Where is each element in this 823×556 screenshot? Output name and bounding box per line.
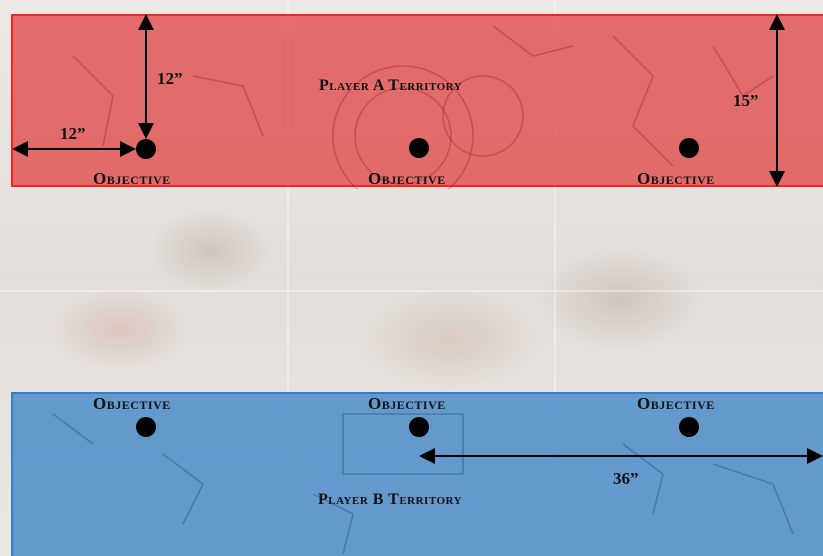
objective-label: Objective xyxy=(93,394,171,413)
objective-label: Objective xyxy=(368,169,446,188)
tile-seam xyxy=(0,290,823,292)
tile-seam xyxy=(554,0,556,556)
objective-label: Objective xyxy=(637,169,715,188)
objective-marker xyxy=(136,417,156,437)
objective-marker xyxy=(136,139,156,159)
objective-label: Objective xyxy=(637,394,715,413)
measure-label: 15” xyxy=(733,91,759,110)
tile-seam xyxy=(287,0,289,556)
objective-marker xyxy=(679,417,699,437)
measure-label: 36” xyxy=(613,469,639,488)
objective-label: Objective xyxy=(368,394,446,413)
objective-marker xyxy=(409,417,429,437)
objective-marker xyxy=(679,138,699,158)
player-b-territory-label: Player B Territory xyxy=(318,491,463,508)
measure-label: 12” xyxy=(60,124,86,143)
objective-label: Objective xyxy=(93,169,171,188)
objective-marker xyxy=(409,138,429,158)
measure-label: 12” xyxy=(157,69,183,88)
player-a-territory-label: Player A Territory xyxy=(319,77,463,94)
